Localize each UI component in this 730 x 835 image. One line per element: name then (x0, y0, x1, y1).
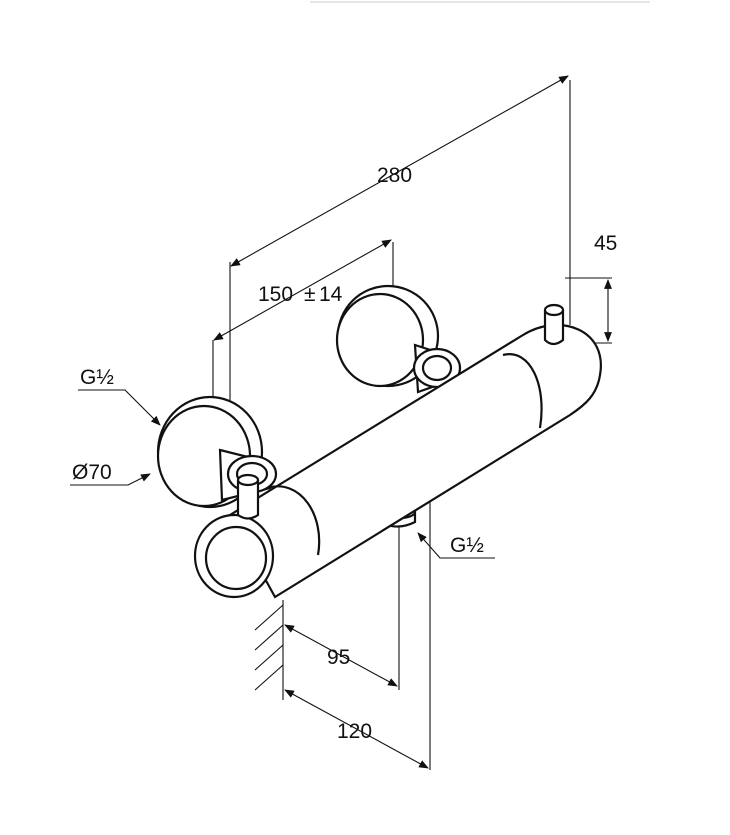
leader-outlet-thread (417, 532, 495, 559)
right-escutcheon (335, 284, 462, 394)
left-escutcheon (156, 395, 278, 509)
wall-hatching (254, 600, 284, 700)
dim-line-95 (284, 624, 398, 687)
dim-text-left-thread: G½ (80, 366, 114, 389)
leader-lines (70, 389, 495, 559)
leader-diameter (70, 473, 151, 486)
dim-text-45: 45 (594, 232, 617, 255)
dimension-lines (213, 75, 612, 769)
left-pin (236, 473, 260, 520)
dim-text-120: 120 (337, 720, 372, 743)
leader-left-thread (78, 389, 161, 426)
dim-text-95: 95 (327, 646, 350, 669)
dim-text-tolerance: 14 (319, 283, 343, 306)
dim-text-280: 280 (377, 164, 412, 187)
dim-text-150: 150 (258, 283, 293, 306)
top-pin (543, 303, 565, 346)
dim-line-280 (230, 75, 569, 267)
left-end-cap (193, 513, 275, 599)
dim-text-diameter: Ø70 (72, 461, 112, 484)
dim-text-tolerance-sign: ± (304, 283, 316, 306)
dim-line-150 (213, 239, 392, 341)
dim-line-120 (284, 689, 429, 769)
dim-text-outlet-thread: G½ (450, 534, 484, 557)
